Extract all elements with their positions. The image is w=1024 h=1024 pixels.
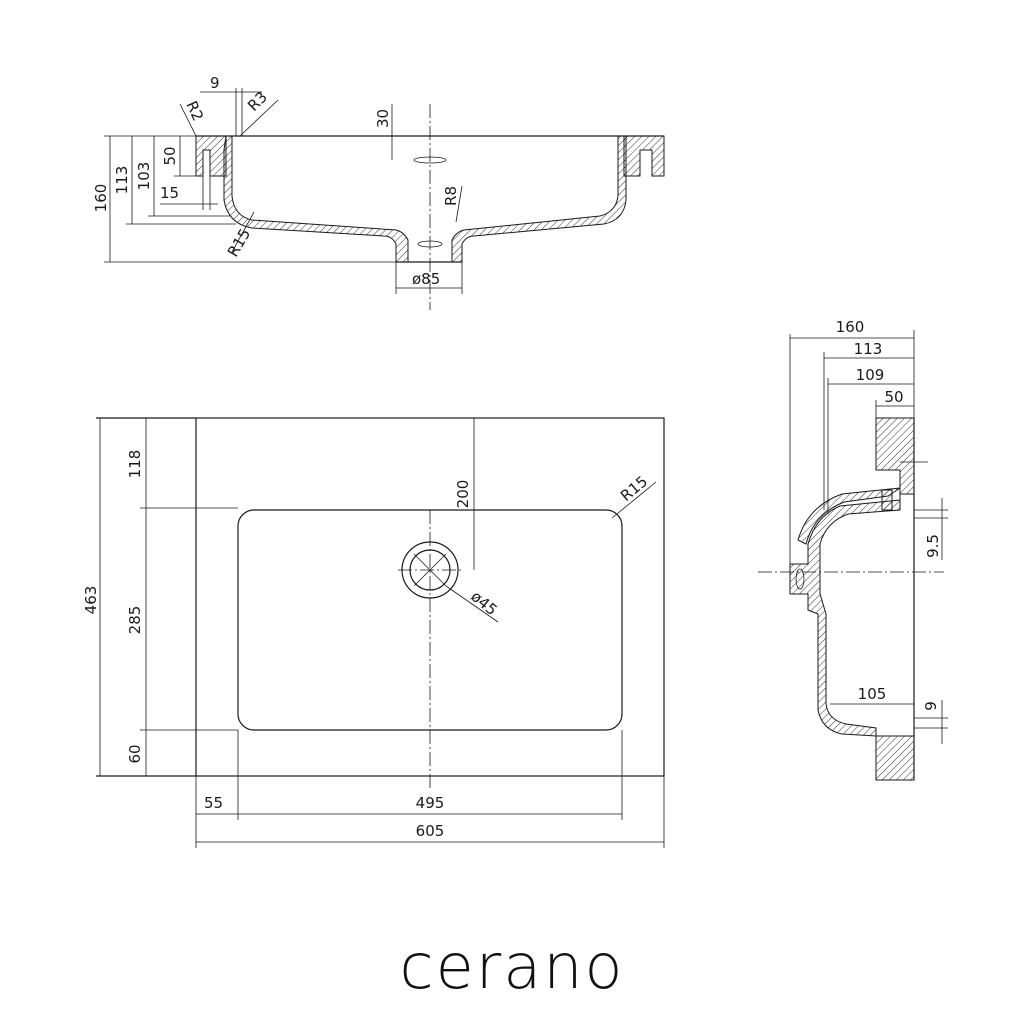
dim-dia45: ø45 — [467, 587, 500, 619]
right-rim-section — [623, 135, 665, 177]
left-rim-section — [195, 135, 227, 177]
dim-r2: R2 — [182, 98, 207, 124]
dim-50-left: 50 — [161, 146, 179, 165]
dim-r8: R8 — [442, 186, 460, 206]
brand-logo-text: cerano — [400, 930, 625, 1003]
side-dim-9: 9 — [922, 701, 940, 711]
dim-30: 30 — [374, 109, 392, 128]
plan-outline — [195, 417, 665, 777]
side-top-rim — [875, 417, 915, 495]
front-section-view: 160 113 103 50 15 9 R2 R3 30 R8 R15 ø85 — [92, 74, 665, 310]
dim-9: 9 — [210, 74, 220, 92]
side-dim-109: 109 — [856, 366, 885, 384]
side-dim-160: 160 — [836, 318, 865, 336]
side-bottom-rim — [875, 735, 915, 781]
dim-113-left: 113 — [113, 166, 131, 195]
dim-200: 200 — [454, 480, 472, 509]
dim-463: 463 — [82, 586, 100, 615]
dim-103-left: 103 — [135, 162, 153, 191]
side-overflow-plug — [881, 489, 893, 511]
side-wall-section — [789, 494, 901, 737]
dim-55: 55 — [204, 794, 223, 812]
dim-160-left: 160 — [92, 184, 110, 213]
side-dim-9-5: 9.5 — [924, 534, 942, 558]
side-dim-113: 113 — [854, 340, 883, 358]
side-section-view: 160 113 109 50 9.5 105 9 — [758, 318, 948, 781]
dim-15: 15 — [160, 184, 179, 202]
dim-dia85: ø85 — [412, 270, 440, 288]
dim-605: 605 — [416, 822, 445, 840]
side-dim-50: 50 — [884, 388, 903, 406]
dim-60: 60 — [126, 744, 144, 763]
dim-r15-section: R15 — [224, 225, 254, 260]
dim-285: 285 — [126, 606, 144, 635]
basin-bottom-section-right — [451, 135, 627, 263]
side-dim-105: 105 — [858, 685, 887, 703]
dim-r15-plan: R15 — [617, 472, 651, 505]
dim-495: 495 — [416, 794, 445, 812]
basin-bottom-section — [223, 135, 409, 263]
dim-118: 118 — [126, 450, 144, 479]
plan-view: 463 118 285 60 200 R15 ø45 55 495 605 — [82, 417, 665, 848]
